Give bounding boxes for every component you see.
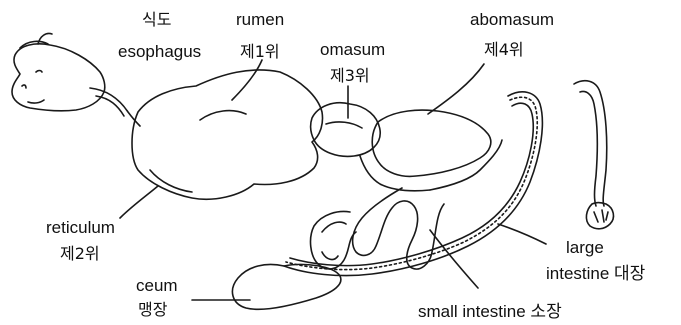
tail-outline	[574, 81, 607, 206]
cow-head-outline	[12, 44, 105, 111]
rumen-label-en: rumen	[236, 10, 284, 30]
small-intestine-loop	[353, 140, 502, 269]
esophagus-tube	[90, 88, 140, 126]
cow-eye	[36, 71, 42, 73]
large-intestine-label-line2: intestine 대장	[546, 264, 645, 284]
esophagus-label-en: esophagus	[118, 42, 201, 62]
cecum-outline	[232, 264, 340, 309]
small-intestine-fold	[322, 222, 346, 259]
ceum-label-ko: 맹장	[138, 300, 167, 320]
leader-abomasum	[428, 64, 484, 114]
reticulum-label-ko: 제2위	[60, 244, 100, 264]
leader-large-intestine	[498, 224, 546, 244]
abomasum-outline	[372, 110, 491, 176]
leader-rumen	[232, 60, 262, 100]
esophagus-label-ko: 식도	[142, 10, 171, 30]
rumen-label-ko: 제1위	[240, 42, 280, 62]
ceum-label-en: ceum	[136, 276, 178, 296]
omasum-label-en: omasum	[320, 40, 385, 60]
tail-outline-2	[580, 92, 597, 207]
abomasum-label-ko: 제4위	[484, 40, 524, 60]
cow-nostril	[22, 85, 26, 88]
reticulum-label-en: reticulum	[46, 218, 115, 238]
tail-tuft-strands	[594, 210, 608, 222]
omasum-label-ko: 제3위	[330, 66, 370, 86]
rumen-inner-fold	[200, 111, 246, 120]
large-intestine-label-line1: large	[566, 238, 604, 258]
cow-mouth	[28, 100, 44, 103]
omasum-leaves	[326, 122, 362, 128]
abomasum-label-en: abomasum	[470, 10, 554, 30]
tail-tuft	[586, 203, 613, 229]
reticulum-fold	[150, 170, 192, 192]
small-intestine-label: small intestine 소장	[418, 302, 562, 322]
large-intestine-serration	[286, 97, 537, 269]
small-intestine-loop-2	[311, 212, 356, 269]
leader-reticulum	[120, 186, 158, 218]
